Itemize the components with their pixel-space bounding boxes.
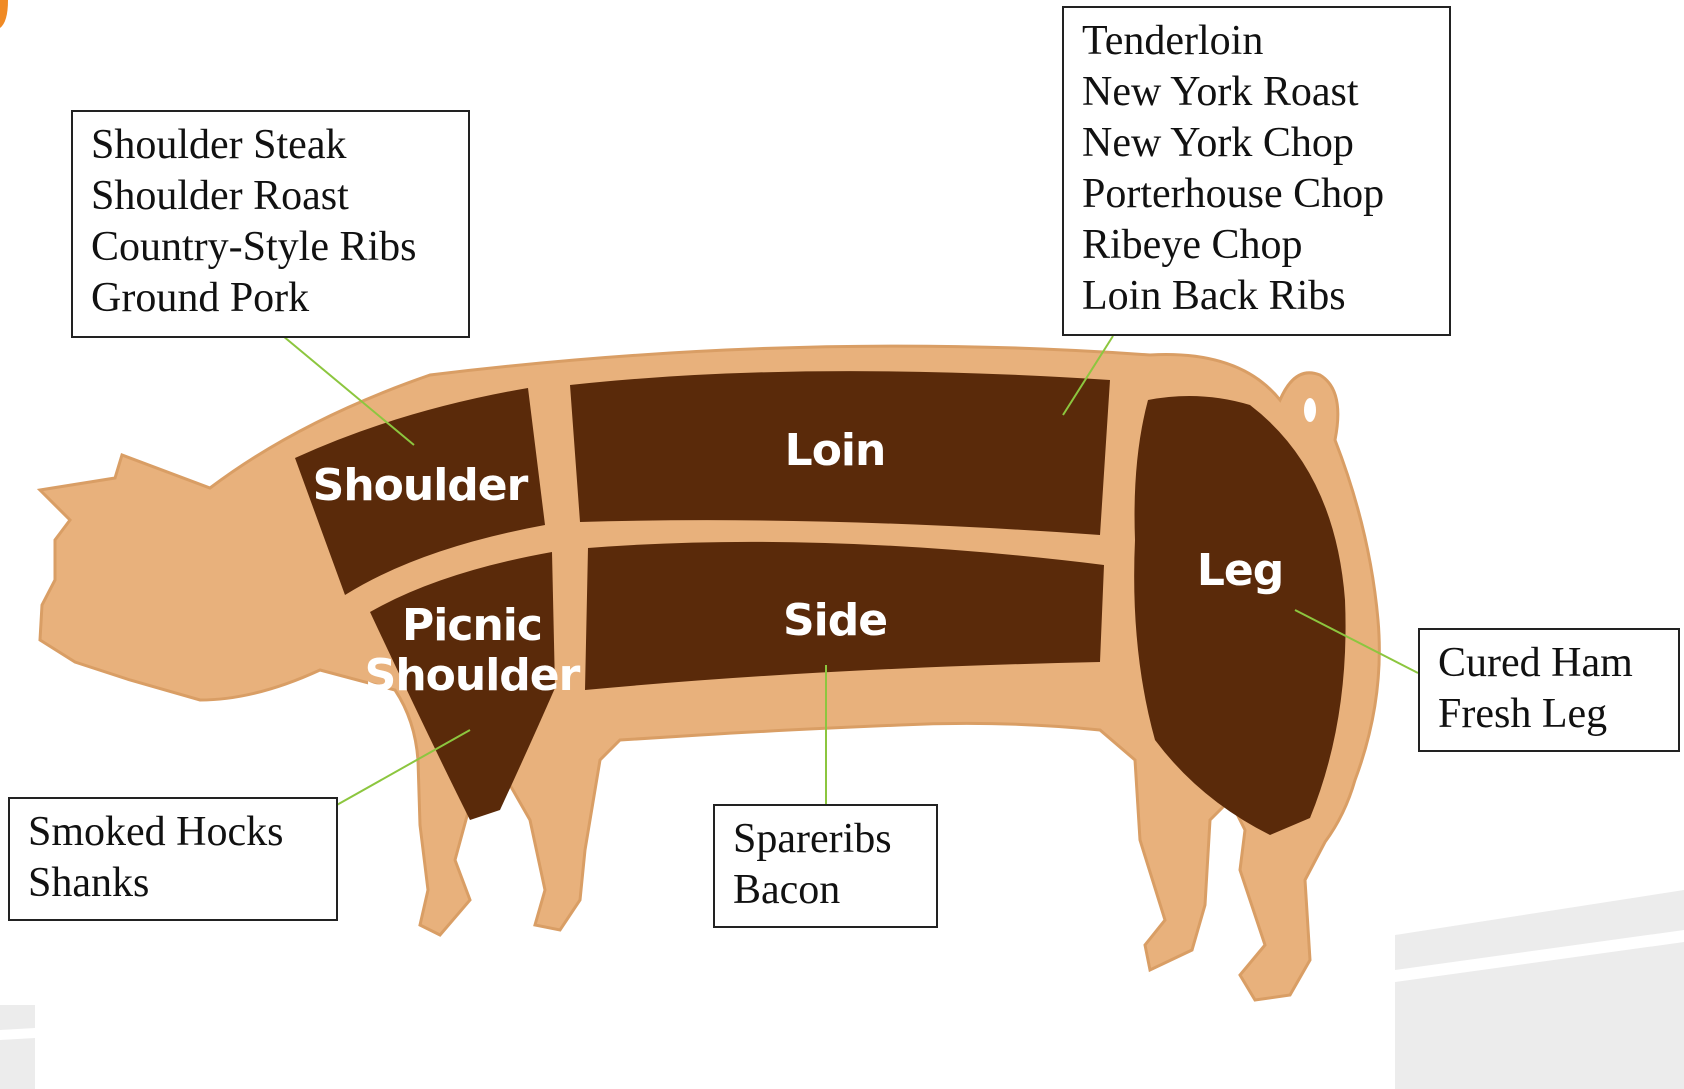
callout-item: Shanks: [28, 858, 320, 909]
callout-item: Shoulder Steak: [91, 120, 452, 171]
callout-item: Loin Back Ribs: [1082, 271, 1433, 322]
callout-item: Bacon: [733, 865, 920, 916]
callout-item: Spareribs: [733, 814, 920, 865]
cut-label-picnic-shoulder: Shoulder: [365, 650, 581, 701]
callout-loin: Tenderloin New York Roast New York Chop …: [1062, 6, 1451, 336]
cut-label-leg: Leg: [1197, 545, 1283, 596]
callout-item: Tenderloin: [1082, 16, 1433, 67]
callout-item: Fresh Leg: [1438, 689, 1662, 740]
callout-item: Cured Ham: [1438, 638, 1662, 689]
callout-item: Country-Style Ribs: [91, 222, 452, 273]
callout-picnic-shoulder: Smoked Hocks Shanks: [8, 797, 338, 921]
cut-label-picnic: Picnic: [402, 600, 542, 651]
callout-item: New York Roast: [1082, 67, 1433, 118]
callout-side: Spareribs Bacon: [713, 804, 938, 928]
callout-leg: Cured Ham Fresh Leg: [1418, 628, 1680, 752]
callout-item: Ground Pork: [91, 273, 452, 324]
cut-label-side: Side: [783, 595, 887, 646]
cut-label-shoulder: Shoulder: [313, 460, 529, 511]
callout-item: Ribeye Chop: [1082, 220, 1433, 271]
callout-shoulder: Shoulder Steak Shoulder Roast Country-St…: [71, 110, 470, 338]
ear-hole: [1304, 398, 1316, 422]
cut-label-loin: Loin: [785, 425, 886, 476]
callout-item: Shoulder Roast: [91, 171, 452, 222]
callout-item: Porterhouse Chop: [1082, 169, 1433, 220]
callout-item: New York Chop: [1082, 118, 1433, 169]
callout-item: Smoked Hocks: [28, 807, 320, 858]
